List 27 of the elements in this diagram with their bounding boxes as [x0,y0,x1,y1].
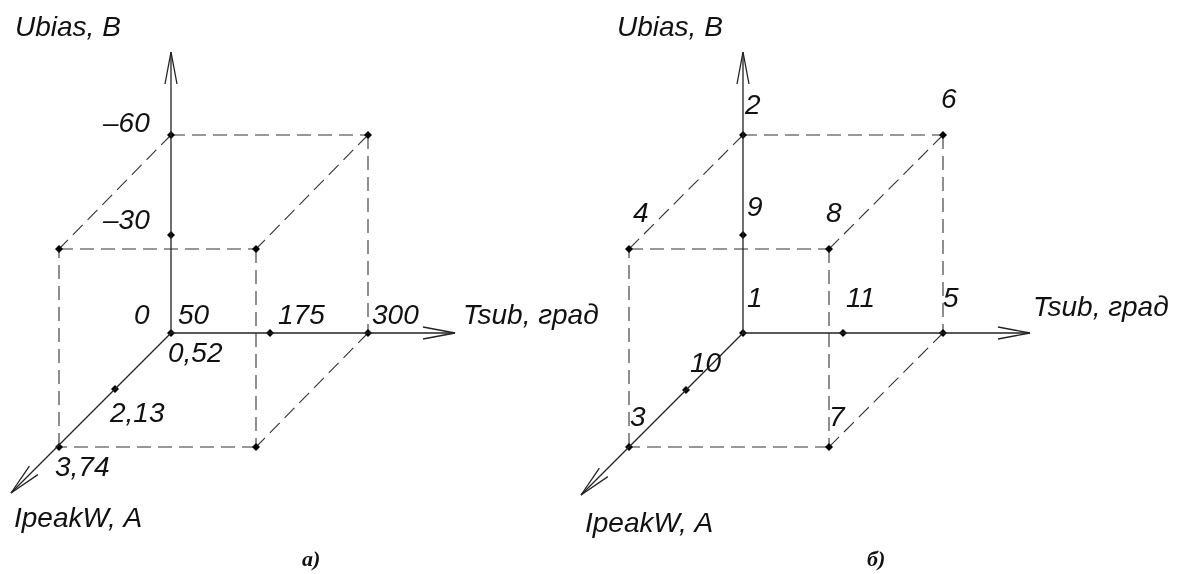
point-number: 1 [747,283,763,313]
tick-label: –30 [103,205,150,235]
axis-label: Tsub, град [1033,292,1169,322]
tick-label: –60 [103,108,150,138]
point-number: 5 [943,283,959,313]
tick-label: 50 [178,300,210,330]
tick-label: 300 [372,300,419,330]
point-number: 7 [829,402,845,432]
tick-label: 3,74 [55,452,110,482]
axis-label: Ubias, В [15,12,121,42]
tick-label: 2,13 [110,398,165,428]
panel-label: б) [867,547,886,571]
point-number: 4 [633,198,649,228]
point-number: 11 [846,283,876,313]
tick-label: 175 [278,300,325,330]
point-number: 9 [747,192,763,222]
point-number: 6 [941,84,957,114]
point-number: 8 [826,198,842,228]
axis-label: Tsub, град [463,300,599,330]
point-number: 2 [745,90,761,120]
axis-label: IpeakW, А [14,503,143,533]
tick-label: 0 [134,300,150,330]
point-number: 3 [630,402,646,432]
axis-label: Ubias, В [617,12,723,42]
tick-label: 0,52 [168,338,223,368]
panel-label: а) [302,547,321,571]
axis-label: IpeakW, А [585,508,714,538]
